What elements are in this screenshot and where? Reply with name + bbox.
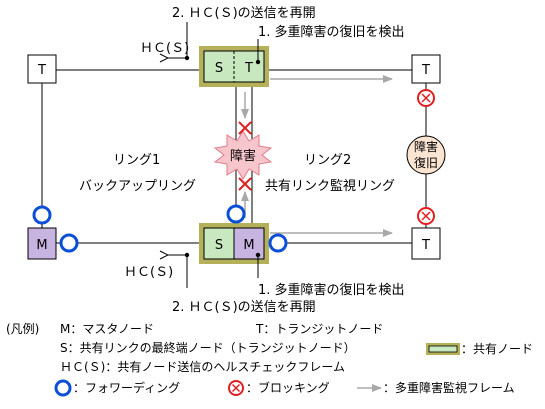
bottom-shared-s-label: S: [215, 238, 223, 253]
top-step2-text: 2. ＨＣ(Ｓ)の送信を再開: [172, 6, 316, 21]
forwarding-ports: [32, 204, 288, 253]
legend-transit: T：トランジットノード: [255, 322, 383, 336]
ring1-text: リング1: [113, 153, 160, 168]
node-bottom-right: [411, 227, 441, 260]
blocking-port-bottom-right: [417, 207, 435, 225]
legend-blocking: ：ブロッキング: [246, 380, 330, 395]
blocking-port-top-right: [417, 89, 435, 107]
fault-burst-shape: [213, 130, 273, 180]
leader-dots: [184, 55, 261, 258]
legend: (凡例) M：マスタノード T：トランジットノード S：共有リンクの最終端ノード…: [6, 322, 533, 397]
break-marks: [238, 121, 252, 191]
fault-label: 障害: [230, 148, 256, 164]
top-shared-s-label: S: [215, 61, 223, 76]
node-bottom-left-label: M: [36, 238, 47, 253]
hc-arrows: [168, 22, 259, 288]
node-top-left: [27, 54, 57, 84]
legend-shared-node-icon: [426, 343, 460, 355]
bottom-hc-text: ＨＣ(Ｓ): [124, 265, 173, 280]
fault-burst: 障害: [213, 130, 273, 180]
legend-hc-frame: ＨＣ(Ｓ)：共有ノード送信のヘルスチェックフレーム: [60, 359, 345, 374]
backup-ring-text: バックアップリング: [79, 179, 196, 194]
recovery-label-2: 復旧: [414, 155, 438, 170]
legend-forwarding: ：フォワーディング: [73, 380, 180, 395]
corner-nodes: T T M T: [27, 54, 441, 260]
legend-master: M：マスタノード: [60, 322, 154, 336]
shared-link-ring-text: 共有リンク監視リング: [265, 178, 395, 194]
bottom-shared-node: S M: [199, 223, 269, 264]
break-mark-bottom: [238, 177, 252, 191]
break-mark-top: [238, 121, 252, 135]
bottom-step1-text: 1. 多重障害の復旧を検出: [258, 282, 405, 298]
annotations: 2. ＨＣ(Ｓ)の送信を再開 1. 多重障害の復旧を検出 ＨＣ(Ｓ) リング1 …: [79, 6, 405, 315]
recovery-circle: [406, 135, 446, 175]
bottom-shared-m-label: M: [243, 238, 254, 253]
legend-prefix: (凡例): [6, 322, 39, 336]
shared-node-s-body: [203, 227, 235, 260]
legend-forwarding-icon: [54, 379, 72, 397]
forwarding-port-shared-up: [226, 204, 246, 224]
node-top-right: [411, 54, 441, 84]
bottom-step2-text: 2. ＨＣ(Ｓ)の送信を再開: [172, 300, 316, 315]
top-shared-node: S T: [199, 46, 269, 87]
forwarding-port-master-right: [59, 233, 79, 253]
node-bottom-left: [27, 227, 57, 260]
ring2-text: リング2: [304, 153, 351, 168]
legend-multi-fault-frame: ：多重障害監視フレーム: [383, 380, 515, 395]
recovery-marker: 障害 復旧: [406, 135, 446, 175]
top-hc-text: ＨＣ(Ｓ): [140, 41, 189, 56]
node-top-left-label: T: [37, 63, 46, 78]
recovery-label-1: 障害: [414, 139, 438, 154]
top-step1-text: 1. 多重障害の復旧を検出: [258, 24, 405, 40]
legend-blocking-icon: [228, 380, 244, 396]
legend-shared-node: ：共有ノード: [461, 342, 533, 356]
legend-shared-end: S：共有リンクの最終端ノード（トランジットノード）: [60, 340, 356, 355]
ring-links: [41, 69, 427, 244]
blocking-ports: [417, 89, 435, 225]
top-shared-t-label: T: [244, 61, 253, 76]
node-top-right-label: T: [421, 63, 430, 78]
forwarding-port-master-up: [32, 205, 52, 225]
node-bottom-right-label: T: [421, 238, 430, 253]
forwarding-port-shared-right: [268, 233, 288, 253]
